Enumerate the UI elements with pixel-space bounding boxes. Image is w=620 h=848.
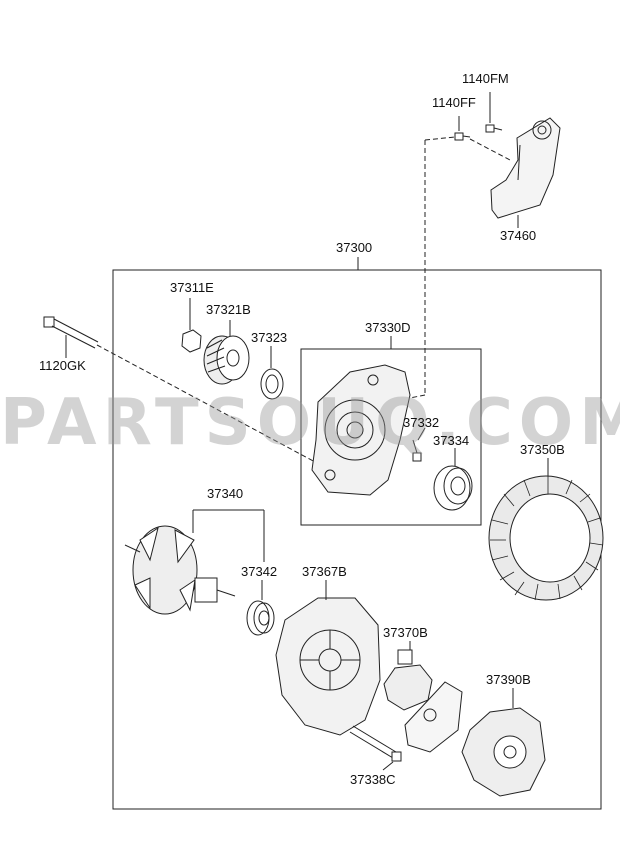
- nut-37311e: [181, 329, 202, 353]
- rear-housing-37367b: [275, 597, 381, 736]
- regulator-37370b: [383, 649, 463, 753]
- label-1140ff: 1140FF: [432, 95, 476, 110]
- label-37350b: 37350B: [520, 442, 565, 457]
- spacer-37323: [260, 368, 284, 400]
- label-37330d: 37330D: [365, 320, 411, 335]
- label-37323: 37323: [251, 330, 288, 345]
- bearing-37334: [433, 465, 473, 511]
- rear-cover-37390b: [461, 707, 546, 797]
- bolt-1140fm: [485, 124, 503, 133]
- bearing-37342: [246, 600, 275, 636]
- label-37332: 37332: [403, 415, 440, 430]
- bolt-1120gk: [43, 316, 99, 349]
- label-37342: 37342: [241, 564, 278, 579]
- bolt-37338c: [349, 725, 402, 762]
- label-37367b: 37367B: [302, 564, 347, 579]
- label-37311e: 37311E: [170, 280, 214, 295]
- label-37321b: 37321B: [206, 302, 251, 317]
- label-37338c: 37338C: [350, 772, 396, 787]
- label-37340: 37340: [207, 486, 244, 501]
- rotor-37340: [124, 525, 236, 615]
- bracket-37460: [490, 117, 561, 219]
- watermark: PARTSOUQ.COM: [0, 386, 620, 460]
- label-37300: 37300: [336, 240, 373, 255]
- label-1120gk: 1120GK: [39, 358, 86, 373]
- label-37460: 37460: [500, 228, 537, 243]
- screw-37332: [412, 439, 422, 462]
- label-1140fm: 1140FM: [462, 71, 509, 86]
- label-37370b: 37370B: [383, 625, 428, 640]
- front-housing-37330d: [311, 364, 411, 496]
- pulley-37321b: [203, 335, 250, 385]
- label-37390b: 37390B: [486, 672, 531, 687]
- bolt-1140ff: [454, 132, 471, 141]
- label-37334: 37334: [433, 433, 470, 448]
- stator-37350b: [488, 475, 604, 601]
